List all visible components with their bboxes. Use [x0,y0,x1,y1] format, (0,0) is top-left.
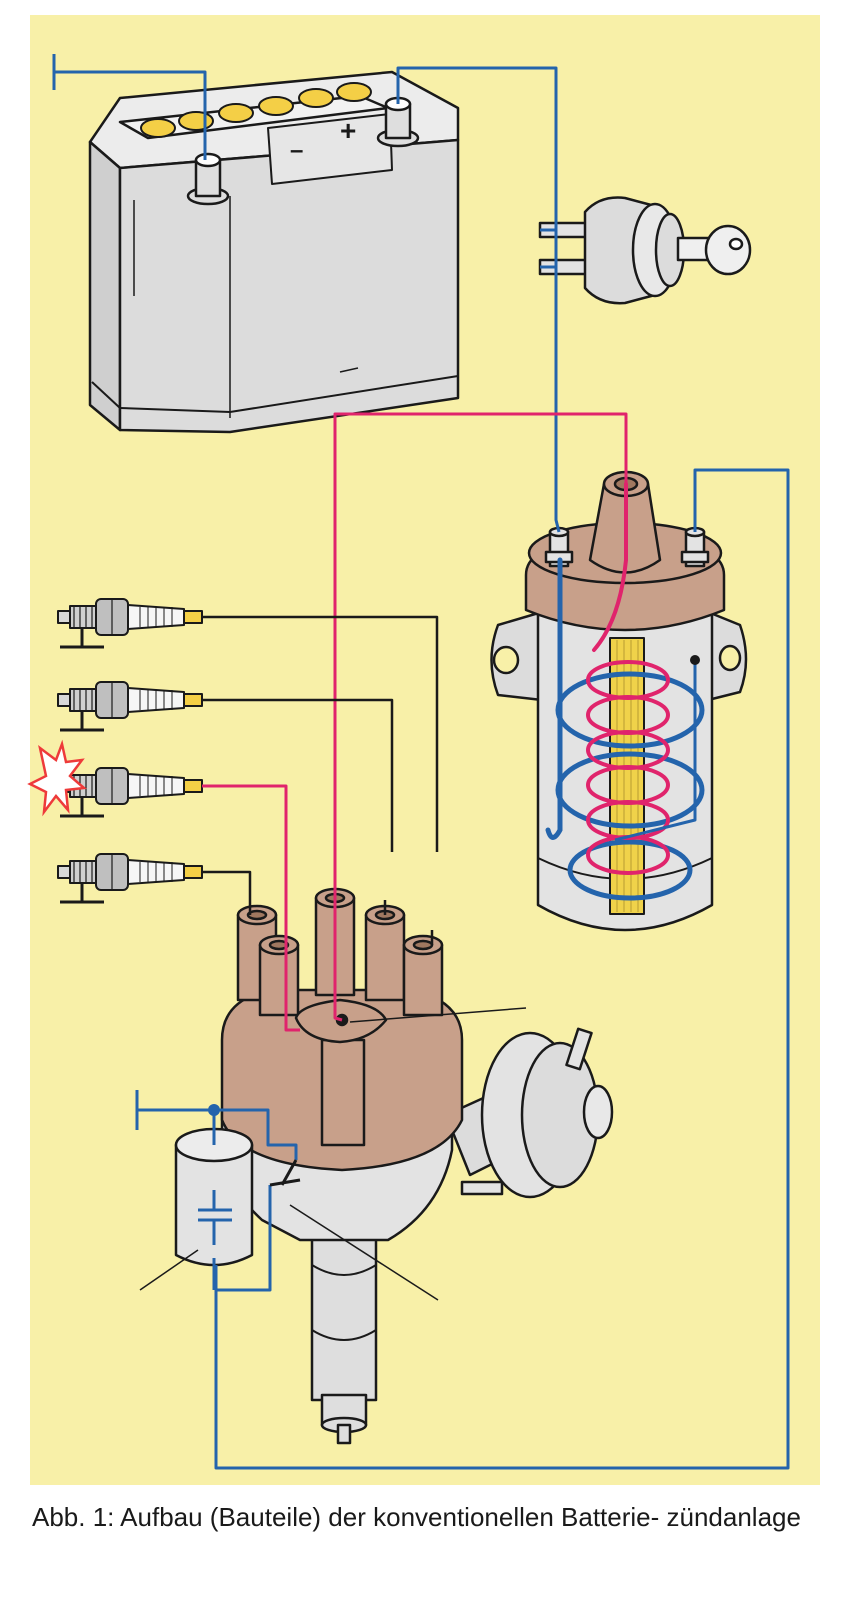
wiring-junctions [208,655,700,1116]
battery-negative-terminal [186,152,230,206]
condenser-symbol [198,1190,232,1245]
spark-plug-2 [57,681,203,732]
coil-secondary-winding [586,482,670,875]
low-voltage-wiring [52,54,790,1470]
distributor [174,887,614,1445]
coil-terminal-1 [680,526,710,568]
key-icon [676,224,752,276]
high-voltage-wiring [202,412,628,1032]
spark-plug-1 [57,598,203,649]
coil-primary-winding [545,557,705,901]
annotation-leaders [139,1007,527,1301]
breaker-points [269,1159,301,1187]
ignition-system-diagram: – + [27,15,820,1485]
ignition-switch [538,196,752,305]
spark-plug-4 [57,853,203,904]
battery-vent-caps [140,82,372,138]
figure-caption: Abb. 1: Aufbau (Bauteile) der konvention… [32,1502,801,1532]
battery: – + [88,70,460,434]
battery-minus-symbol: – [290,137,303,164]
battery-positive-terminal [376,96,420,148]
spark-icon [27,739,87,817]
spark-plug-wiring [202,615,439,945]
battery-plus-symbol: + [340,115,356,146]
